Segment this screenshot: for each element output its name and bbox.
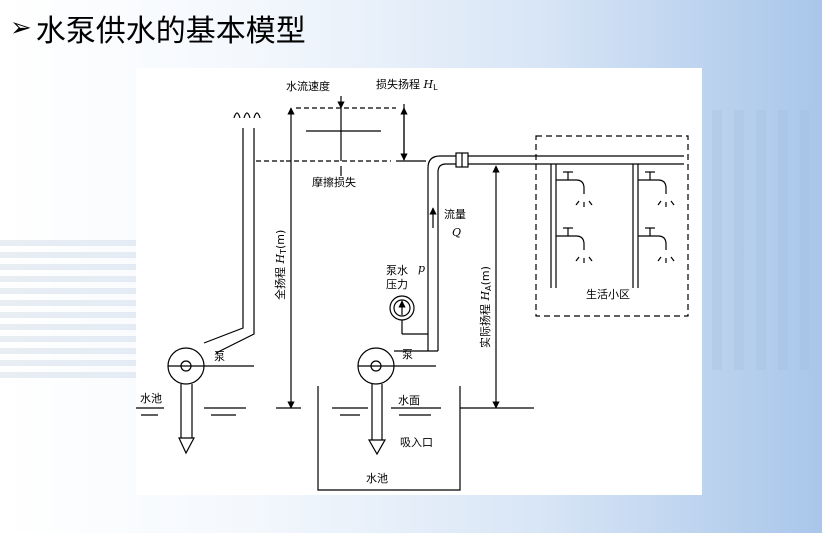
- label-left-pool: 水池: [140, 392, 162, 405]
- pump-model-diagram: 水流速度 损失扬程 HL 摩擦损失 全扬程 HT(m) 泵 水池 流量 Q 泵水…: [136, 68, 702, 495]
- label-total-head: 全扬程 HT(m): [273, 230, 288, 300]
- label-actual-head: 实际扬程 HA(m): [478, 266, 493, 348]
- head-reference-lines: [256, 96, 426, 176]
- label-flow: 流量: [444, 207, 466, 221]
- label-flow-symbol: Q: [452, 226, 461, 239]
- left-spray-icon: [233, 112, 261, 119]
- background-decoration-left: [0, 240, 140, 380]
- faucet-icon: [638, 227, 675, 263]
- faucet-icon: [556, 171, 593, 207]
- label-pump-pressure-2: 压力: [386, 278, 408, 291]
- label-friction-loss: 摩擦损失: [312, 175, 356, 189]
- label-pump-pressure-1: 泵水: [386, 264, 408, 277]
- community-box: [535, 135, 689, 317]
- label-pool-bottom: 水池: [366, 472, 388, 485]
- label-water-surface: 水面: [398, 394, 420, 407]
- right-pump-icon: [357, 347, 438, 456]
- diagram-svg: 水流速度 损失扬程 HL 摩擦损失 全扬程 HT(m) 泵 水池 流量 Q 泵水…: [136, 77, 689, 491]
- faucet-icon: [638, 171, 675, 207]
- slide-title-text: 水泵供水的基本模型: [35, 14, 306, 49]
- pressure-gauge-icon: [389, 295, 428, 335]
- label-water-speed: 水流速度: [286, 79, 330, 93]
- left-pipe: [203, 128, 255, 354]
- label-pressure-symbol: p: [418, 262, 425, 275]
- bullet-arrow-icon: ➢: [10, 13, 32, 43]
- label-community: 生活小区: [586, 287, 630, 301]
- label-right-pump: 泵: [402, 348, 413, 361]
- left-pool-surface: [136, 407, 246, 416]
- left-pump-icon: [167, 347, 254, 455]
- background-decoration-right: [712, 110, 822, 370]
- total-head-dimension: [276, 107, 301, 409]
- slide-title: ➢ 水泵供水的基本模型: [10, 6, 306, 50]
- label-left-pump: 泵: [214, 350, 225, 363]
- label-head-loss: 损失扬程 HL: [376, 77, 438, 92]
- right-pipe: [427, 152, 684, 351]
- label-suction-inlet: 吸入口: [400, 436, 433, 449]
- faucet-icon: [556, 227, 593, 263]
